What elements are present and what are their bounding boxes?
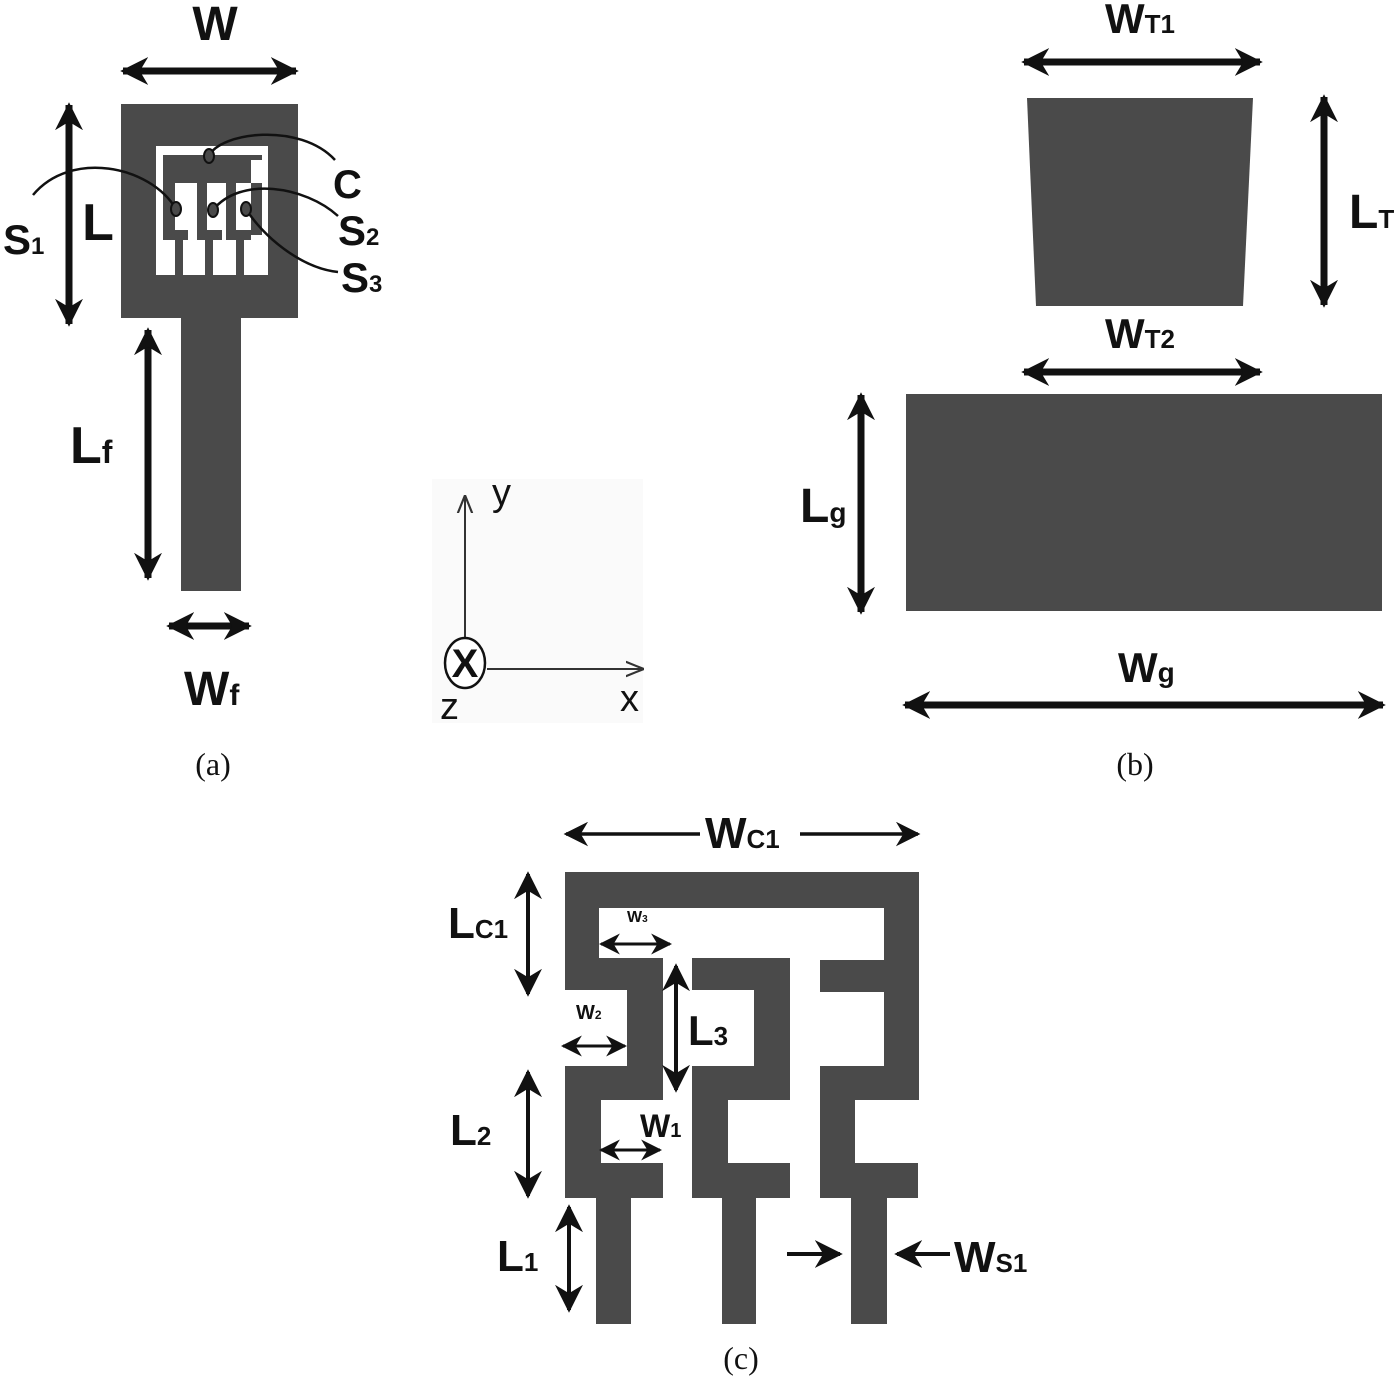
label-l3: L3 xyxy=(688,1007,728,1054)
label-lg: Lg xyxy=(800,480,846,533)
label-w2: W2 xyxy=(576,1002,602,1024)
axis-label-x: x xyxy=(620,678,639,720)
label-ws1: WS1 xyxy=(954,1233,1027,1282)
z-axis-circle xyxy=(443,636,487,690)
axis-label-y: y xyxy=(492,472,511,514)
callout-s2: S2 xyxy=(338,207,379,254)
label-l: L xyxy=(82,194,114,252)
label-w1: W1 xyxy=(640,1108,681,1144)
label-l1: L1 xyxy=(497,1232,538,1281)
slot-metal-pattern xyxy=(565,872,919,1324)
axis-label-z: z xyxy=(440,686,459,728)
callout-c: C xyxy=(333,163,362,207)
callout-s1: S1 xyxy=(3,216,44,263)
panel-c-slot-detail: WC1 LC1 W3 W2 L3 L2 W1 L1 WS1 (c) xyxy=(448,809,1027,1376)
callout-s3: S3 xyxy=(341,254,382,301)
callout-leaders xyxy=(32,133,339,274)
z-axis-into-page: X xyxy=(452,642,479,686)
label-lc1: LC1 xyxy=(448,899,508,948)
label-w: W xyxy=(192,0,238,51)
callout-dots xyxy=(170,148,252,218)
ground-plane xyxy=(906,394,1382,611)
label-wt2: WT2 xyxy=(1105,310,1175,357)
patch-slot-pattern xyxy=(163,155,262,275)
coordinate-axes: X y x z xyxy=(432,472,643,728)
label-wg: Wg xyxy=(1118,644,1175,691)
tapered-stub xyxy=(1027,98,1253,306)
radiating-patch xyxy=(121,104,298,318)
feed-line xyxy=(181,318,241,591)
label-wc1: WC1 xyxy=(705,809,780,858)
caption-a: (a) xyxy=(195,746,231,782)
panel-b-back-view: WT1 LT WT2 Lg Wg (b) xyxy=(800,0,1394,782)
panel-a-front-view: W L Lf Wf C S1 S2 S3 (a) xyxy=(3,0,382,782)
label-lt: LT xyxy=(1349,186,1394,239)
caption-c: (c) xyxy=(723,1340,759,1376)
label-l2: L2 xyxy=(450,1106,491,1155)
label-wt1: WT1 xyxy=(1105,0,1175,42)
caption-b: (b) xyxy=(1116,746,1153,782)
label-w3: W3 xyxy=(627,909,648,926)
label-lf: Lf xyxy=(70,417,113,475)
label-wf: Wf xyxy=(184,663,240,716)
